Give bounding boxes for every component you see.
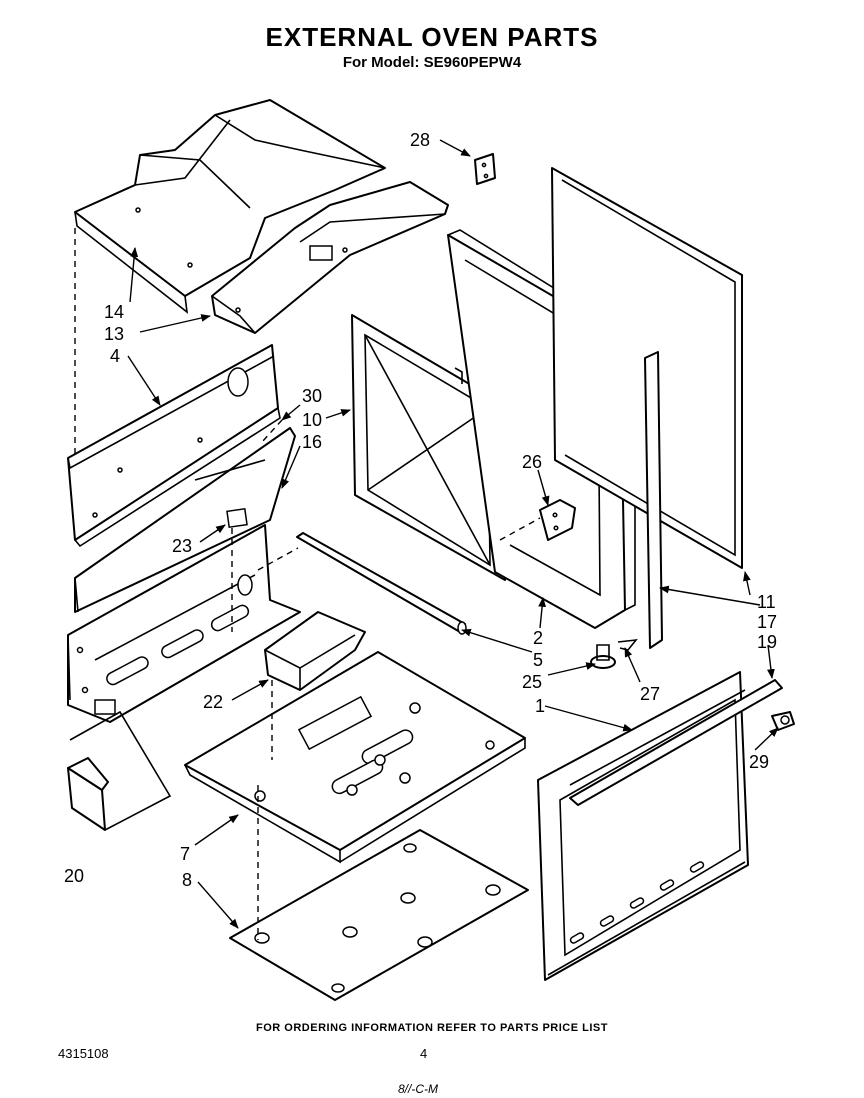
part-lower-frame (67, 524, 301, 723)
part-rear-panel (74, 427, 296, 613)
callout-7: 7 (180, 844, 190, 864)
part-side-panel (67, 344, 281, 548)
part-cover-sheet (67, 710, 172, 831)
page-title: EXTERNAL OVEN PARTS (265, 22, 599, 52)
callout-10: 10 (302, 410, 322, 430)
callout-1: 1 (535, 696, 545, 716)
callout-23: 23 (172, 536, 192, 556)
part-clip (617, 638, 638, 651)
part-bottom-tray (184, 651, 526, 864)
part-door-liner (351, 314, 506, 581)
callout-28: 28 (410, 130, 430, 150)
page-number: 4 (420, 1046, 428, 1061)
ordering-note: FOR ORDERING INFORMATION REFER TO PARTS … (256, 1022, 608, 1034)
callout-16: 16 (302, 432, 322, 452)
callout-4: 4 (110, 346, 120, 366)
part-hinge-28 (474, 153, 496, 185)
document-number: 4315108 (58, 1046, 109, 1061)
callout-8: 8 (182, 870, 192, 890)
callout-30: 30 (302, 386, 322, 406)
model-subtitle: For Model: SE960PEPW4 (342, 54, 522, 71)
callout-14: 14 (104, 302, 124, 322)
callout-27: 27 (640, 684, 660, 704)
part-top-bracket (211, 181, 449, 334)
part-top-cover (74, 99, 386, 314)
callout-19: 19 (757, 632, 777, 652)
callout-11: 11 (757, 592, 776, 612)
callout-29: 29 (749, 752, 769, 772)
part-bottom-plate (229, 829, 529, 1001)
callout-25: 25 (522, 672, 542, 692)
part-bracket-26 (539, 499, 576, 541)
callout-5: 5 (533, 650, 543, 670)
callout-2: 2 (533, 628, 543, 648)
part-knob (590, 644, 616, 669)
part-duct (264, 611, 366, 691)
callout-13: 13 (104, 324, 124, 344)
part-side-strip (644, 351, 663, 649)
handwritten-mark: 8//-C-M (398, 1082, 438, 1096)
part-handle (569, 679, 783, 806)
part-oven-door (537, 671, 749, 981)
callout-17: 17 (757, 612, 777, 632)
part-end-cap (771, 711, 795, 731)
callout-20: 20 (64, 866, 84, 886)
callout-22: 22 (203, 692, 223, 712)
callout-26: 26 (522, 452, 542, 472)
leader-lines (127, 139, 779, 929)
